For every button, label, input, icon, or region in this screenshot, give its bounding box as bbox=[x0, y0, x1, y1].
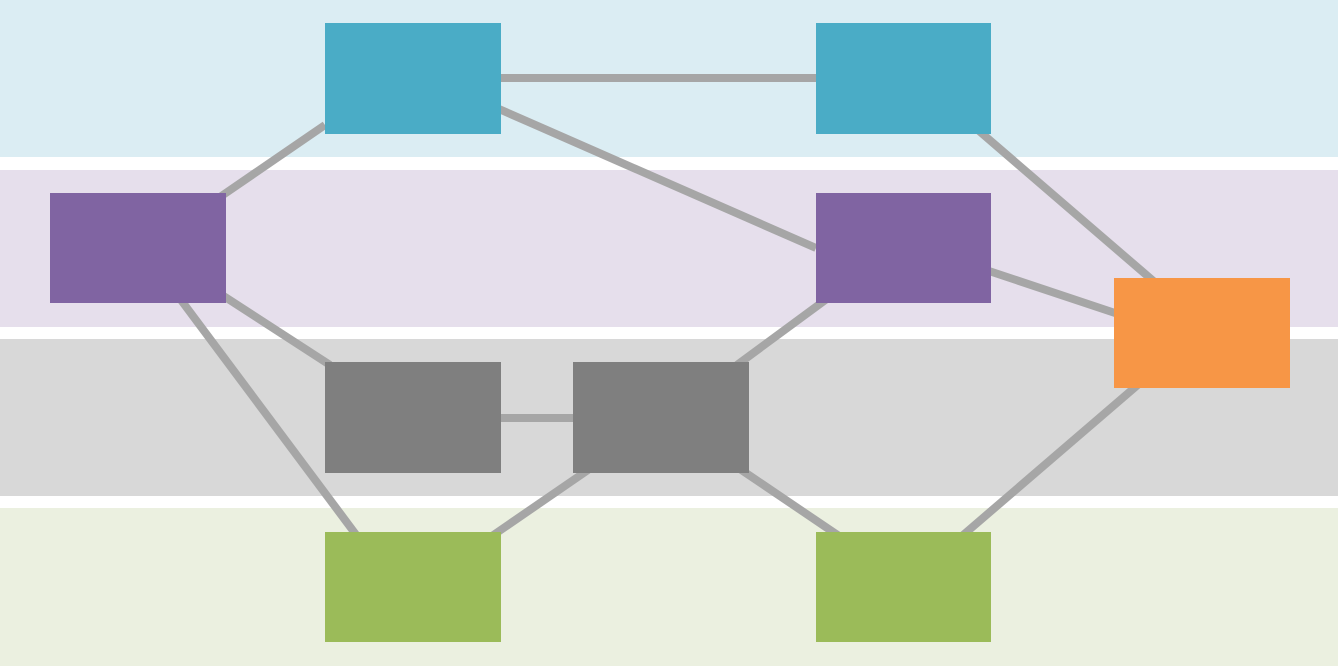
connectors bbox=[177, 74, 1161, 540]
edge-blue-1-to-purple-2 bbox=[497, 105, 818, 252]
edge-blue-2-to-orange-1 bbox=[975, 126, 1161, 289]
edge-orange-1-to-green-2 bbox=[959, 379, 1143, 540]
nodes bbox=[50, 23, 1290, 642]
node-green-2 bbox=[816, 532, 991, 642]
node-blue-2 bbox=[816, 23, 991, 134]
lane-bottom bbox=[0, 508, 1338, 666]
edge-purple-1-to-gray-1 bbox=[219, 291, 333, 369]
node-purple-2 bbox=[816, 193, 991, 303]
node-purple-1 bbox=[50, 193, 226, 303]
node-blue-1 bbox=[325, 23, 501, 134]
edge-gray-2-to-green-2 bbox=[737, 465, 842, 540]
edge-gray-2-to-green-1 bbox=[489, 466, 591, 540]
edge-purple-1-to-green-1 bbox=[177, 297, 361, 539]
edge-gray-2-to-purple-2 bbox=[734, 294, 831, 369]
node-green-1 bbox=[325, 532, 501, 642]
node-orange-1 bbox=[1114, 278, 1290, 388]
node-gray-2 bbox=[573, 362, 749, 473]
node-gray-1 bbox=[325, 362, 501, 473]
edge-blue-1-to-purple-1 bbox=[217, 121, 328, 201]
edge-purple-2-to-orange-1 bbox=[987, 267, 1120, 318]
